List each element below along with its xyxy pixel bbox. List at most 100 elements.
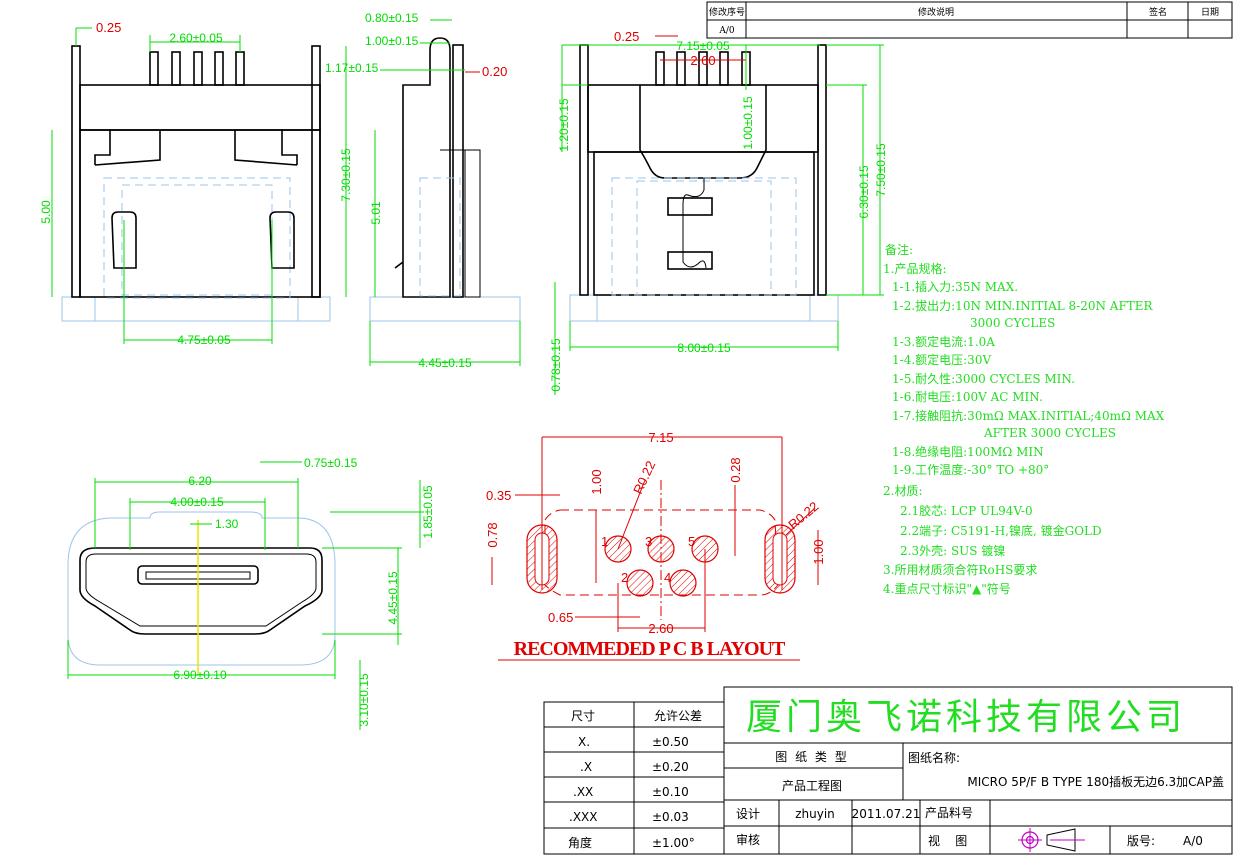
front-dim-0: 0.25 [96, 20, 121, 35]
back-dim-4: 1.00±0.15 [741, 96, 755, 150]
back-dim-3: 1.20±0.15 [557, 98, 571, 152]
front-dim-1: 2.60±0.05 [169, 31, 223, 45]
side-dim-0: 0.80±0.15 [365, 11, 419, 25]
pcb-pad-2 [626, 569, 654, 597]
drawing-type: 产品工程图 [782, 778, 842, 793]
pcb-dim-4: 0.35 [486, 488, 511, 503]
tol-size: .X [580, 760, 592, 774]
pcb-dim-8: 0.65 [548, 610, 573, 625]
bottom-dim-7: 3.10±0.15 [357, 673, 371, 727]
back-dim-5: 6.30±0.15 [857, 165, 871, 219]
note-line: 1-8.绝缘电阻:100MΩ MIN [892, 444, 1044, 459]
bottom-dim-5: 4.45±0.15 [386, 571, 400, 625]
pcb-dim-5: 0.78 [485, 522, 500, 547]
pcb-dim-1: 1.00 [589, 469, 604, 494]
pcb-dim-0: 7.15 [648, 430, 673, 445]
pin-label-5: 5 [688, 534, 695, 549]
side-dim-3: 0.20 [482, 64, 507, 79]
front-dim-4: 4.75±0.05 [177, 333, 231, 347]
pcb-dim-7: 1.00 [811, 539, 826, 564]
note-line: 1-5.耐久性:3000 CYCLES MIN. [892, 372, 1075, 386]
bottom-dim-2: 1.30 [215, 517, 239, 531]
drawing-name: MICRO 5P/F B TYPE 180插板无边6.3加CAP盖 [967, 775, 1224, 789]
tol-size: 角度 [568, 835, 592, 850]
design-date: 2011.07.21 [852, 807, 921, 821]
tol-value: ±0.50 [652, 735, 689, 749]
note-line: 2.3外壳: SUS 镀镍 [900, 544, 1005, 558]
note-line: 1-7.接触阻抗:30mΩ MAX.INITIAL;40mΩ MAX [892, 408, 1165, 423]
note-line: 3000 CYCLES [970, 316, 1055, 330]
back-dim-0: 0.25 [614, 29, 639, 44]
back-view: 0.25 7.15±0.05 2.60 1.20±0.15 1.00±0.15 … [549, 29, 888, 395]
rev-header-desc: 修改说明 [918, 6, 954, 18]
tol-value: ±0.10 [652, 785, 689, 799]
note-line: 1-4.额定电压:30V [892, 352, 991, 367]
note-line: 1-6.耐电压:100V AC MIN. [892, 390, 1043, 404]
note-line: 2.1胶芯: LCP UL94V-0 [900, 503, 1033, 518]
tol-size: .XXX [569, 810, 597, 824]
rev-header-sign: 签名 [1149, 6, 1167, 18]
version: A/0 [1183, 834, 1203, 848]
pin-label-2: 2 [621, 570, 628, 585]
back-dim-1: 7.15±0.05 [676, 39, 730, 53]
pcb-dim-9: 2.60 [648, 621, 673, 636]
tol-size: .XX [573, 785, 593, 799]
note-line: 1-3.额定电流:1.0A [892, 334, 995, 349]
bottom-dim-6: 6.90±0.10 [173, 668, 227, 682]
tol-header-tolerance: 允许公差 [654, 708, 702, 723]
tol-header-size: 尺寸 [571, 709, 595, 723]
revision-table: 修改序号 修改说明 签名 日期 A/0 [706, 1, 1233, 39]
side-dim-4: 5.01 [369, 201, 383, 225]
drawing-type-label: 图 纸 类 型 [775, 750, 848, 764]
pcb-dim-2: R0.22 [630, 458, 658, 496]
front-dim-2: 5.00 [39, 200, 53, 224]
note-line: 1.产品规格: [883, 261, 947, 276]
bottom-dim-3: 0.75±0.15 [304, 456, 358, 470]
version-label: 版号: [1127, 834, 1155, 848]
side-dim-1: 1.00±0.15 [365, 34, 419, 48]
pcb-pad-4 [669, 569, 697, 597]
note-line: 4.重点尺寸标识"▲"符号 [883, 581, 1011, 596]
front-dim-3: 7.30±0.15 [339, 148, 353, 202]
note-line: 1-2.拔出力:10N MIN.INITIAL 8-20N AFTER [892, 298, 1154, 313]
note-line: AFTER 3000 CYCLES [983, 426, 1116, 440]
bottom-view: 6.20 4.00±0.15 1.30 0.75±0.15 1.85±0.05 … [67, 456, 435, 730]
back-dim-7: 8.00±0.15 [677, 341, 731, 355]
tol-value: ±0.03 [652, 810, 689, 824]
bottom-dim-4: 1.85±0.05 [421, 485, 435, 539]
note-line: 2.2端子: C5191-H,镍底, 镀金GOLD [900, 523, 1102, 538]
pcb-dim-6: R0.22 [785, 499, 821, 533]
pin-label-4: 4 [664, 570, 671, 585]
part-no-label: 产品料号 [925, 806, 973, 820]
drawing-name-label: 图纸名称: [908, 750, 960, 765]
back-dim-8: 0.78±0.15 [549, 338, 563, 392]
note-line: 备注: [885, 242, 913, 257]
note-line: 2.材质: [883, 484, 923, 498]
rev-header-date: 日期 [1201, 7, 1219, 18]
view-label: 视 图 [928, 833, 967, 848]
pin-label-1: 1 [601, 534, 608, 549]
back-dim-6: 7.50±0.15 [874, 143, 888, 197]
pcb-layout-title: RECOMMEDED P C B LAYOUT [514, 638, 786, 660]
note-line: 1-1.插入力:35N MAX. [892, 280, 1018, 294]
tol-value: ±1.00° [652, 836, 695, 850]
tol-value: ±0.20 [652, 760, 689, 774]
rev-row-no: A/0 [718, 26, 735, 36]
tolerance-table: 尺寸 允许公差 X. ±0.50 .X ±0.20 .XX ±0.10 .XXX… [543, 701, 725, 855]
designer: zhuyin [795, 807, 835, 821]
back-dim-2: 2.60 [690, 53, 715, 68]
note-line: 1-9.工作温度:-30° TO +80° [892, 462, 1049, 477]
side-dim-2: 1.17±0.15 [325, 61, 379, 75]
notes: 备注: 1.产品规格: 1-1.插入力:35N MAX. 1-2.拔出力:10N… [883, 242, 1165, 596]
company-name: 厦门奥飞诺科技有限公司 [746, 697, 1186, 738]
bottom-dim-1: 4.00±0.15 [170, 495, 224, 509]
projection-symbol-icon [1018, 828, 1085, 852]
tol-size: X. [578, 735, 590, 749]
pcb-layout: 1 2 3 4 5 7.15 1.00 R0.22 0.28 0.35 0.78… [485, 430, 826, 661]
pcb-dim-3: 0.28 [728, 457, 743, 482]
title-block: 厦门奥飞诺科技有限公司 图 纸 类 型 产品工程图 图纸名称: MICRO 5P… [723, 686, 1233, 855]
design-label: 设计 [736, 807, 760, 821]
review-label: 审核 [736, 832, 760, 847]
rev-header-no: 修改序号 [709, 6, 745, 18]
